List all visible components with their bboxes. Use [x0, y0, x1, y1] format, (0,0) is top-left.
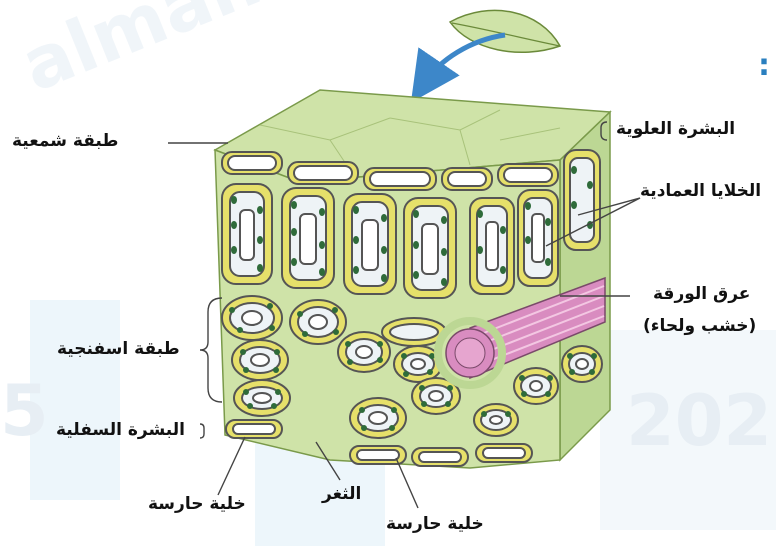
label-leaf-vein-sub: (خشب ولحاء)	[643, 316, 756, 336]
watermark-year: 202	[626, 380, 772, 462]
label-guard-cell-left: خلية حارسة	[148, 494, 246, 514]
label-stoma: الثغر	[322, 484, 361, 504]
label-lower-epidermis: البشرة السفلية	[56, 420, 185, 440]
label-palisade-cells: الخلايا العمادية	[640, 181, 761, 201]
label-waxy-layer: طبقة شمعية	[12, 131, 118, 151]
label-spongy-layer: طبقة اسفنجية	[57, 339, 180, 359]
label-guard-cell-bottom: خلية حارسة	[386, 514, 484, 534]
label-upper-epidermis: البشرة العلوية	[616, 119, 735, 139]
watermark-digit: 5	[0, 370, 49, 452]
label-leaf-vein-title: عرق الورقة	[653, 284, 750, 304]
header-mark: :	[758, 48, 770, 84]
